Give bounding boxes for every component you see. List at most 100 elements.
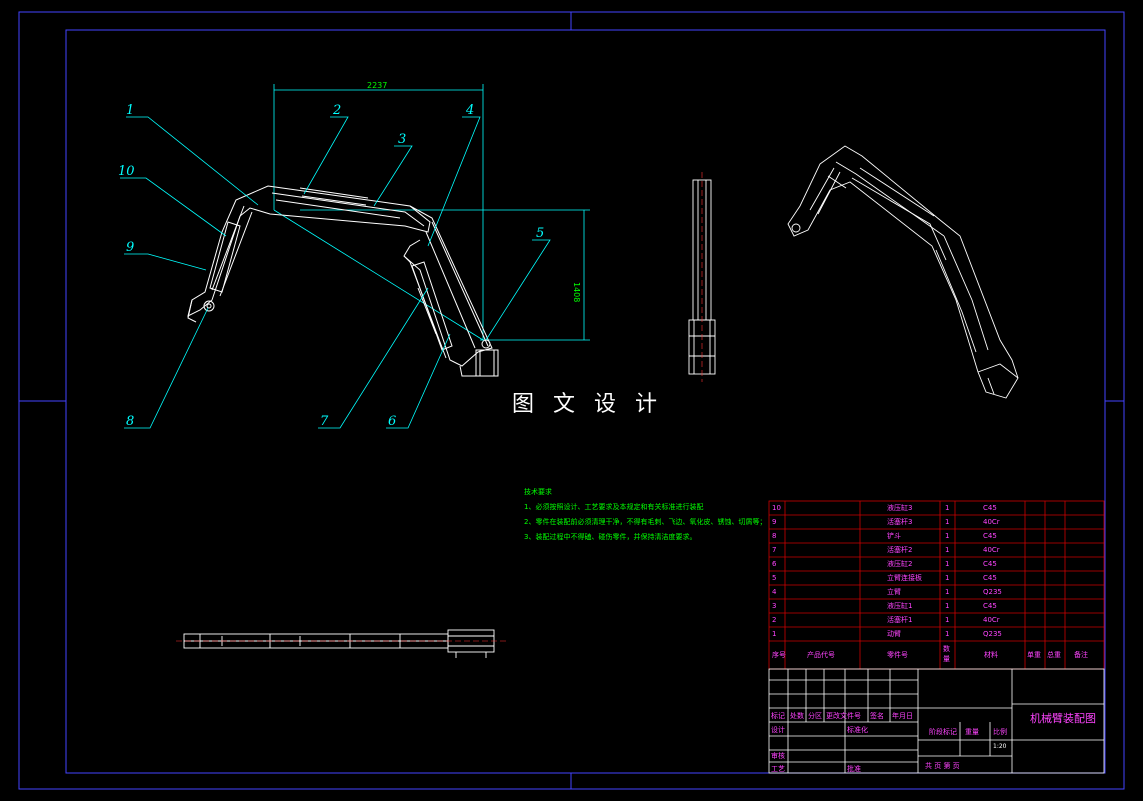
callout-6: 6 — [388, 414, 396, 429]
dimension-lines — [273, 84, 590, 341]
bom-row: 9 活塞杆3 1 40Cr — [769, 515, 1104, 529]
callout-4: 4 — [465, 103, 474, 118]
tech-req-item-3: 3、装配过程中不得磕、碰伤零件，并保持清洁度要求。 — [524, 533, 697, 541]
title-block-grid — [768, 668, 1105, 774]
bom-row: 2 活塞杆1 1 40Cr — [769, 613, 1104, 627]
bom-h-code: 产品代号 — [807, 651, 835, 659]
bom-cell-qty: 1 — [945, 560, 950, 568]
bom-cell-no: 5 — [772, 574, 777, 582]
bom-cell-name: 液压缸1 — [887, 602, 913, 610]
bom-cell-name: 活塞杆2 — [887, 546, 913, 554]
dim-horizontal: 2237 — [367, 81, 387, 90]
bom-cell-material: 40Cr — [983, 518, 1000, 526]
arm-isometric-view — [787, 145, 1019, 399]
bom-h-total-wt: 总重 — [1047, 651, 1061, 659]
tb-label-change: 更改文件号 — [826, 712, 861, 720]
tb-scale-value: 1:20 — [993, 743, 1007, 750]
bom-cell-no: 3 — [772, 602, 777, 610]
tb-label-sign: 签名 — [870, 712, 884, 720]
bom-cell-material: 40Cr — [983, 546, 1000, 554]
tb-weight: 重量 — [965, 728, 979, 736]
bom-cell-material: C45 — [983, 602, 997, 610]
tb-review: 审核 — [771, 752, 785, 760]
bom-cell-name: 立臂连接板 — [887, 574, 922, 582]
bom-cell-material: Q235 — [983, 588, 1002, 596]
bom-row: 1 动臂 1 Q235 — [769, 627, 1104, 641]
bom-cell-qty: 1 — [945, 616, 950, 624]
dim-vertical: 1408 — [572, 282, 581, 302]
watermark: 图 文 设 计 — [512, 392, 663, 417]
bom-cell-qty: 1 — [945, 602, 950, 610]
bom-h-material: 材料 — [984, 651, 998, 659]
tb-design: 设计 — [771, 726, 785, 734]
tb-sheets: 共 页 第 页 — [925, 762, 960, 770]
callout-2: 2 — [332, 103, 341, 118]
bom-cell-no: 4 — [772, 588, 777, 596]
bom-cell-qty: 1 — [945, 630, 950, 638]
bom-cell-material: C45 — [983, 504, 997, 512]
bom-cell-material: Q235 — [983, 630, 1002, 638]
arm-side-view — [187, 185, 499, 377]
bom-row: 7 活塞杆2 1 40Cr — [769, 543, 1104, 557]
bom-row: 3 液压缸1 1 C45 — [769, 599, 1104, 613]
bom-grid — [768, 500, 1105, 670]
tech-req-item-2: 2、零件在装配前必须清理干净，不得有毛刺、飞边、氧化皮、锈蚀、切屑等； — [524, 518, 767, 526]
bom-h-unit-wt: 单重 — [1027, 651, 1041, 659]
bom-cell-qty: 1 — [945, 546, 950, 554]
tb-stage: 阶段标记 — [929, 728, 957, 736]
bom-cell-material: C45 — [983, 532, 997, 540]
tech-req-item-1: 1、必须按照设计、工艺要求及本规定和有关标准进行装配 — [524, 503, 704, 511]
bom-row: 6 液压缸2 1 C45 — [769, 557, 1104, 571]
bom-cell-no: 10 — [772, 504, 781, 512]
bom-cell-no: 7 — [772, 546, 777, 554]
bom-h-qty: 数量 — [943, 645, 950, 663]
tb-process: 工艺 — [771, 765, 785, 773]
bom-cell-name: 液压缸3 — [887, 504, 913, 512]
leader-lines — [120, 116, 551, 429]
bom-cell-no: 2 — [772, 616, 777, 624]
bom-h-name: 零件号 — [887, 651, 908, 659]
bom-cell-name: 立臂 — [887, 588, 901, 596]
bom-cell-name: 动臂 — [887, 630, 901, 638]
callout-5: 5 — [536, 226, 544, 241]
callout-1: 1 — [126, 103, 134, 118]
tb-approve: 批准 — [847, 765, 861, 773]
bom-cell-name: 活塞杆3 — [887, 518, 913, 526]
bom-cell-material: 40Cr — [983, 616, 1000, 624]
callout-3: 3 — [398, 132, 406, 147]
bom-cell-name: 液压缸2 — [887, 560, 913, 568]
bom-header: 序号 产品代号 零件号 数量 材料 单重 总重 备注 — [769, 644, 1104, 668]
bom-cell-qty: 1 — [945, 574, 950, 582]
bom-row: 10 液压缸3 1 C45 — [769, 501, 1104, 515]
bom-cell-material: C45 — [983, 574, 997, 582]
tb-label-mark: 标记 — [771, 712, 785, 720]
callout-10: 10 — [118, 164, 135, 179]
bom-cell-no: 9 — [772, 518, 777, 526]
tech-requirements-title: 技术要求 — [524, 488, 552, 496]
bom-cell-name: 活塞杆1 — [887, 616, 913, 624]
callout-7: 7 — [320, 414, 329, 429]
bom-cell-no: 1 — [772, 630, 777, 638]
bom-h-remark: 备注 — [1074, 651, 1088, 659]
bom-cell-qty: 1 — [945, 504, 950, 512]
arm-top-view — [183, 629, 495, 658]
tb-label-count: 处数 — [790, 712, 804, 720]
tech-requirements: 技术要求 1、必须按照设计、工艺要求及本规定和有关标准进行装配 2、零件在装配前… — [524, 485, 766, 545]
bom-cell-material: C45 — [983, 560, 997, 568]
tb-scale: 比例 — [993, 728, 1007, 736]
title-block: 标记 处数 分区 更改文件号 签名 年月日 设计 标准化 审核 工艺 批准 阶段… — [769, 669, 1104, 773]
bom-cell-no: 6 — [772, 560, 777, 568]
tb-label-zone: 分区 — [808, 712, 822, 720]
tb-standard: 标准化 — [847, 726, 868, 734]
bom-cell-qty: 1 — [945, 588, 950, 596]
bom-row: 4 立臂 1 Q235 — [769, 585, 1104, 599]
bom-cell-no: 8 — [772, 532, 777, 540]
tb-label-date: 年月日 — [892, 712, 913, 720]
bom-row: 5 立臂连接板 1 C45 — [769, 571, 1104, 585]
bom-cell-qty: 1 — [945, 518, 950, 526]
bom-cell-qty: 1 — [945, 532, 950, 540]
callout-8: 8 — [126, 414, 134, 429]
callout-9: 9 — [126, 240, 134, 255]
